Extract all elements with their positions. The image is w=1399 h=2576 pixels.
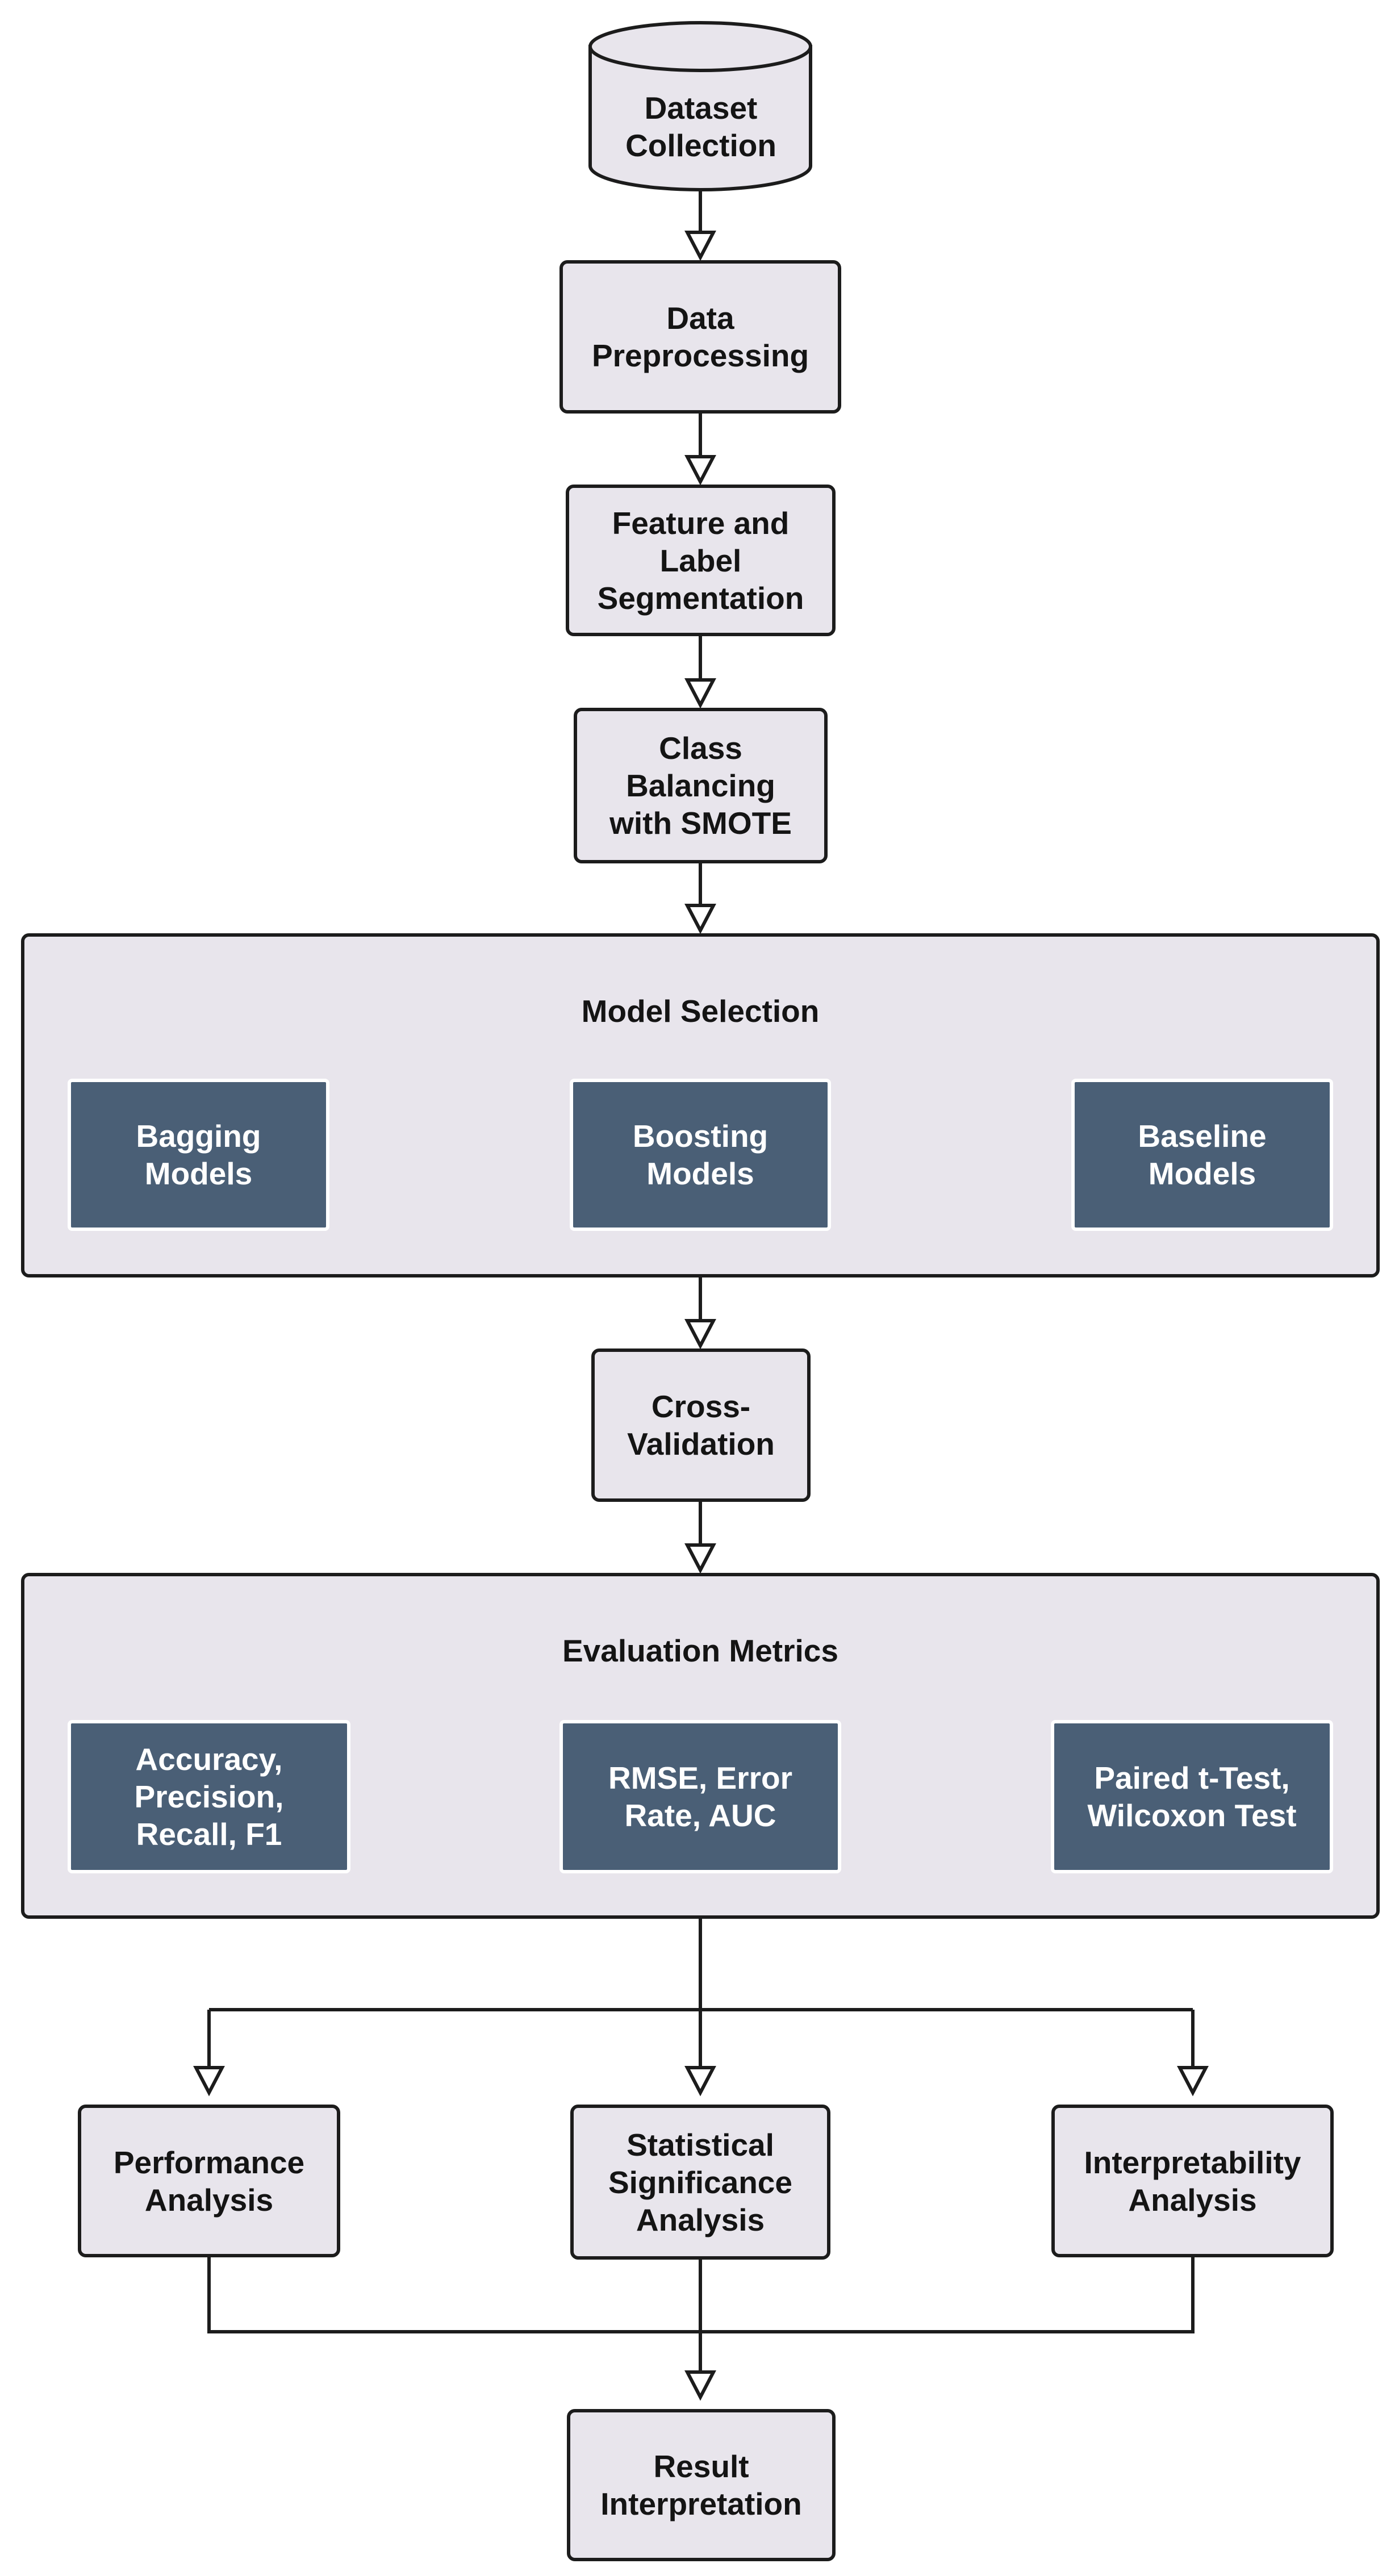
node-label: Dataset Collection (625, 90, 776, 163)
node-dataset-collection: Dataset Collection (590, 85, 812, 168)
metric-statistical-tests: Paired t-Test, Wilcoxon Test (1051, 1720, 1333, 1873)
arrowhead-interpretability (1177, 2066, 1209, 2097)
node-label: Interpretability Analysis (1084, 2144, 1301, 2218)
arrowhead-result (684, 2370, 716, 2401)
sub-label: Boosting Models (632, 1118, 769, 1191)
group-title: Evaluation Metrics (562, 1633, 838, 1668)
node-label: Data Preprocessing (591, 300, 809, 373)
arrowhead-smote (684, 678, 716, 709)
node-class-balancing-smote: Class Balancing with SMOTE (574, 708, 828, 863)
metric-classification: Accuracy, Precision, Recall, F1 (68, 1720, 350, 1873)
node-label: Cross- Validation (627, 1389, 775, 1462)
arrowhead-model-selection (684, 904, 716, 934)
arrowhead-segmentation (684, 455, 716, 486)
sub-label: Accuracy, Precision, Recall, F1 (134, 1742, 284, 1852)
arrowhead-evaluation (684, 1543, 716, 1574)
node-label: Class Balancing with SMOTE (609, 730, 792, 841)
node-cross-validation: Cross- Validation (591, 1348, 811, 1502)
node-label: Feature and Label Segmentation (597, 505, 804, 616)
node-feature-label-segmentation: Feature and Label Segmentation (566, 485, 836, 636)
node-data-preprocessing: Data Preprocessing (559, 260, 841, 414)
node-label: Statistical Significance Analysis (608, 2127, 792, 2237)
arrowhead-preprocessing (684, 231, 716, 261)
model-boosting: Boosting Models (570, 1079, 831, 1231)
arrowhead-performance (193, 2066, 225, 2097)
arrowhead-cross-validation (684, 1319, 716, 1350)
model-bagging: Bagging Models (68, 1079, 329, 1231)
group-title: Model Selection (581, 993, 820, 1029)
sub-label: Baseline Models (1138, 1118, 1267, 1191)
node-performance-analysis: Performance Analysis (78, 2105, 340, 2257)
metric-error: RMSE, Error Rate, AUC (559, 1720, 841, 1873)
node-interpretability-analysis: Interpretability Analysis (1051, 2105, 1334, 2257)
model-baseline: Baseline Models (1071, 1079, 1333, 1231)
arrowhead-significance (684, 2066, 716, 2097)
sub-label: RMSE, Error Rate, AUC (608, 1760, 792, 1833)
sub-label: Bagging Models (136, 1118, 261, 1191)
node-result-interpretation: Result Interpretation (567, 2409, 836, 2561)
sub-label: Paired t-Test, Wilcoxon Test (1087, 1760, 1297, 1833)
node-statistical-significance-analysis: Statistical Significance Analysis (570, 2105, 830, 2260)
node-label: Result Interpretation (600, 2449, 802, 2521)
node-label: Performance Analysis (113, 2144, 305, 2218)
